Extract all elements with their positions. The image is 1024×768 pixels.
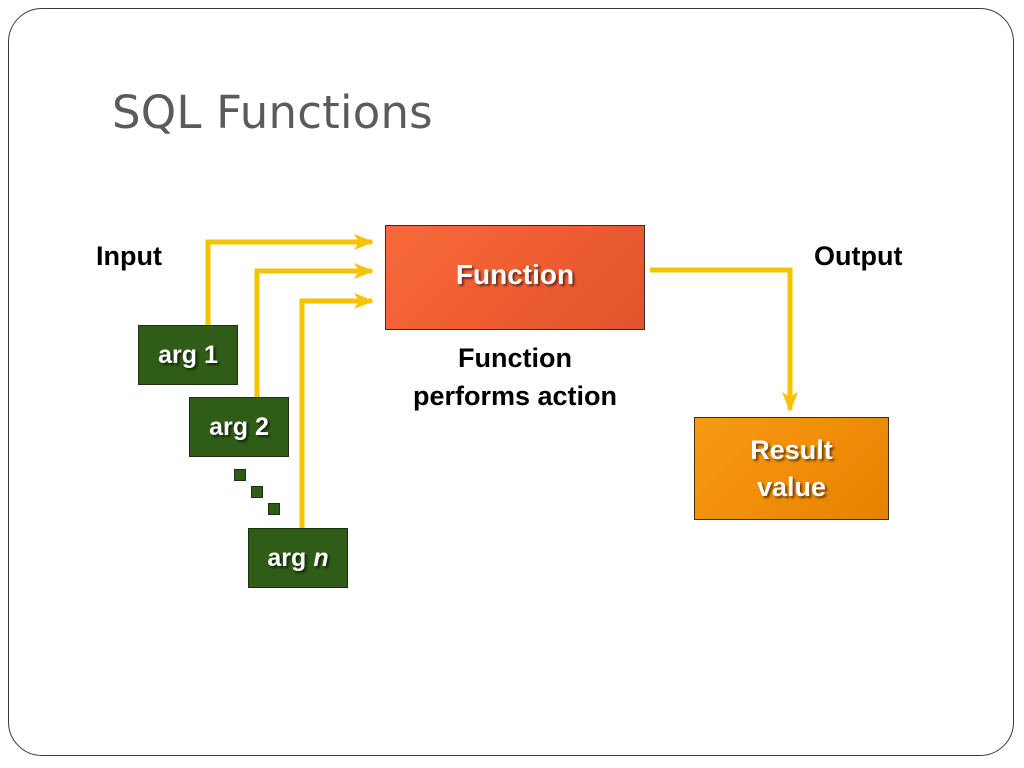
- arg-n-prefix: arg: [267, 543, 307, 572]
- arg-1-prefix: arg: [158, 340, 198, 369]
- function-box: Function: [385, 225, 645, 330]
- arg-2-box: arg 2: [189, 397, 289, 457]
- arrow-function-to-result: [650, 267, 798, 412]
- result-value-box: Result value: [694, 417, 889, 520]
- arg-n-name: n: [313, 543, 329, 572]
- arg-2-prefix: arg: [209, 412, 249, 441]
- function-caption-line1: Function: [458, 343, 572, 373]
- arg-1-box: arg 1: [138, 325, 238, 385]
- function-caption-line2: performs action: [412, 381, 618, 411]
- arrow-argn-to-function: [299, 293, 374, 528]
- input-label: Input: [96, 241, 162, 271]
- output-label: Output: [814, 241, 903, 271]
- ellipsis-dots-icon: [251, 486, 263, 498]
- ellipsis-dots-icon: [234, 469, 246, 481]
- arg-2-name: 2: [254, 412, 269, 441]
- function-caption: Function performs action: [385, 339, 645, 415]
- arrow-arg2-to-function: [254, 263, 374, 397]
- result-line2: value: [756, 471, 827, 502]
- ellipsis-dots-icon: [268, 503, 280, 515]
- slide-title: SQL Functions: [112, 86, 433, 139]
- function-box-label: Function: [455, 258, 575, 290]
- result-line1: Result: [750, 434, 833, 465]
- arg-1-name: 1: [203, 340, 218, 369]
- arrow-arg1-to-function: [205, 234, 374, 325]
